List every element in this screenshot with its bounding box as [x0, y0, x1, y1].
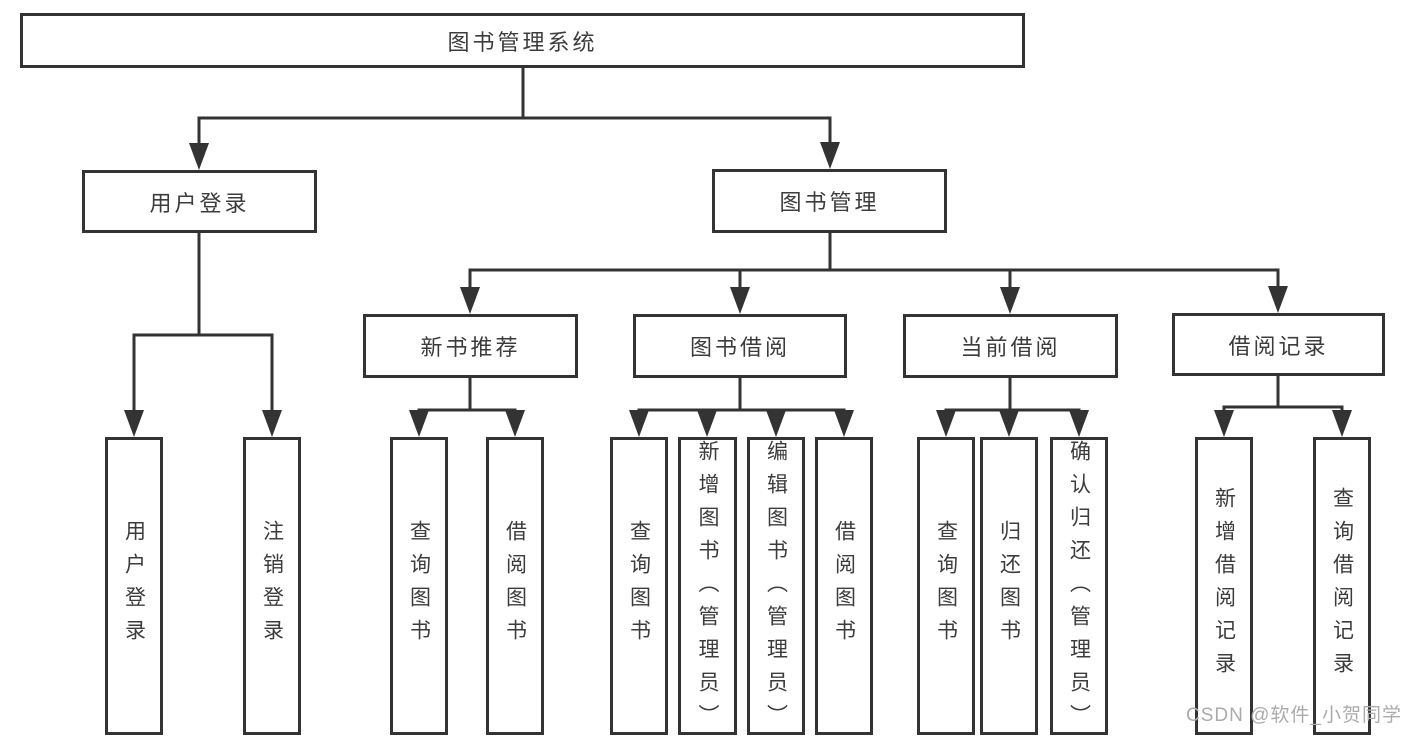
leaf-borrow-edit-book: 编辑图书（管理员）: [747, 437, 805, 737]
leaf-user-login: 用户登录: [105, 437, 163, 735]
leaf-logout: 注销登录: [243, 437, 301, 735]
node-label: 查询图书: [627, 520, 651, 652]
node-library-system: 图书管理系统: [20, 13, 1025, 68]
node-label: 图书管理: [779, 190, 880, 215]
node-label: 图书借阅: [689, 335, 790, 360]
leaf-current-query: 查询图书: [917, 437, 975, 735]
node-label: 借阅图书: [503, 520, 527, 652]
leaf-current-return: 归还图书: [980, 437, 1038, 735]
node-label: 查询图书: [934, 520, 958, 652]
node-label: 图书管理系统: [447, 29, 598, 55]
node-label: 查询借阅记录: [1330, 487, 1354, 685]
node-book-management: 图书管理: [712, 169, 947, 233]
watermark: CSDN @软件_小贺同学: [1186, 705, 1402, 726]
leaf-newbook-borrow: 借阅图书: [486, 437, 544, 735]
node-label: 新书推荐: [420, 335, 521, 360]
leaf-record-add: 新增借阅记录: [1195, 437, 1253, 735]
node-label: 借阅图书: [832, 520, 856, 652]
node-label: 确认归还（管理员）: [1067, 440, 1091, 737]
node-label: 查询图书: [407, 520, 431, 652]
leaf-borrow-query: 查询图书: [610, 437, 668, 735]
leaf-record-query: 查询借阅记录: [1313, 437, 1371, 735]
node-label: 新增图书（管理员）: [696, 440, 719, 737]
node-label: 用户登录: [149, 190, 250, 216]
node-label: 编辑图书（管理员）: [764, 440, 788, 737]
leaf-current-confirm-return: 确认归还（管理员）: [1050, 437, 1108, 737]
node-new-book-recommend: 新书推荐: [363, 314, 578, 378]
leaf-newbook-query: 查询图书: [390, 437, 448, 735]
node-book-borrow: 图书借阅: [633, 314, 847, 378]
node-label: 注销登录: [260, 520, 284, 652]
node-user-login: 用户登录: [82, 170, 317, 233]
leaf-borrow-add-book: 新增图书（管理员）: [678, 437, 737, 737]
node-label: 当前借阅: [960, 335, 1061, 360]
leaf-borrow-borrow-book: 借阅图书: [815, 437, 873, 735]
node-label: 借阅记录: [1228, 333, 1329, 359]
node-label: 归还图书: [997, 520, 1021, 652]
node-label: 用户登录: [122, 520, 146, 652]
node-label: 新增借阅记录: [1212, 487, 1236, 685]
node-current-borrow: 当前借阅: [903, 314, 1118, 378]
node-borrow-records: 借阅记录: [1172, 313, 1385, 376]
